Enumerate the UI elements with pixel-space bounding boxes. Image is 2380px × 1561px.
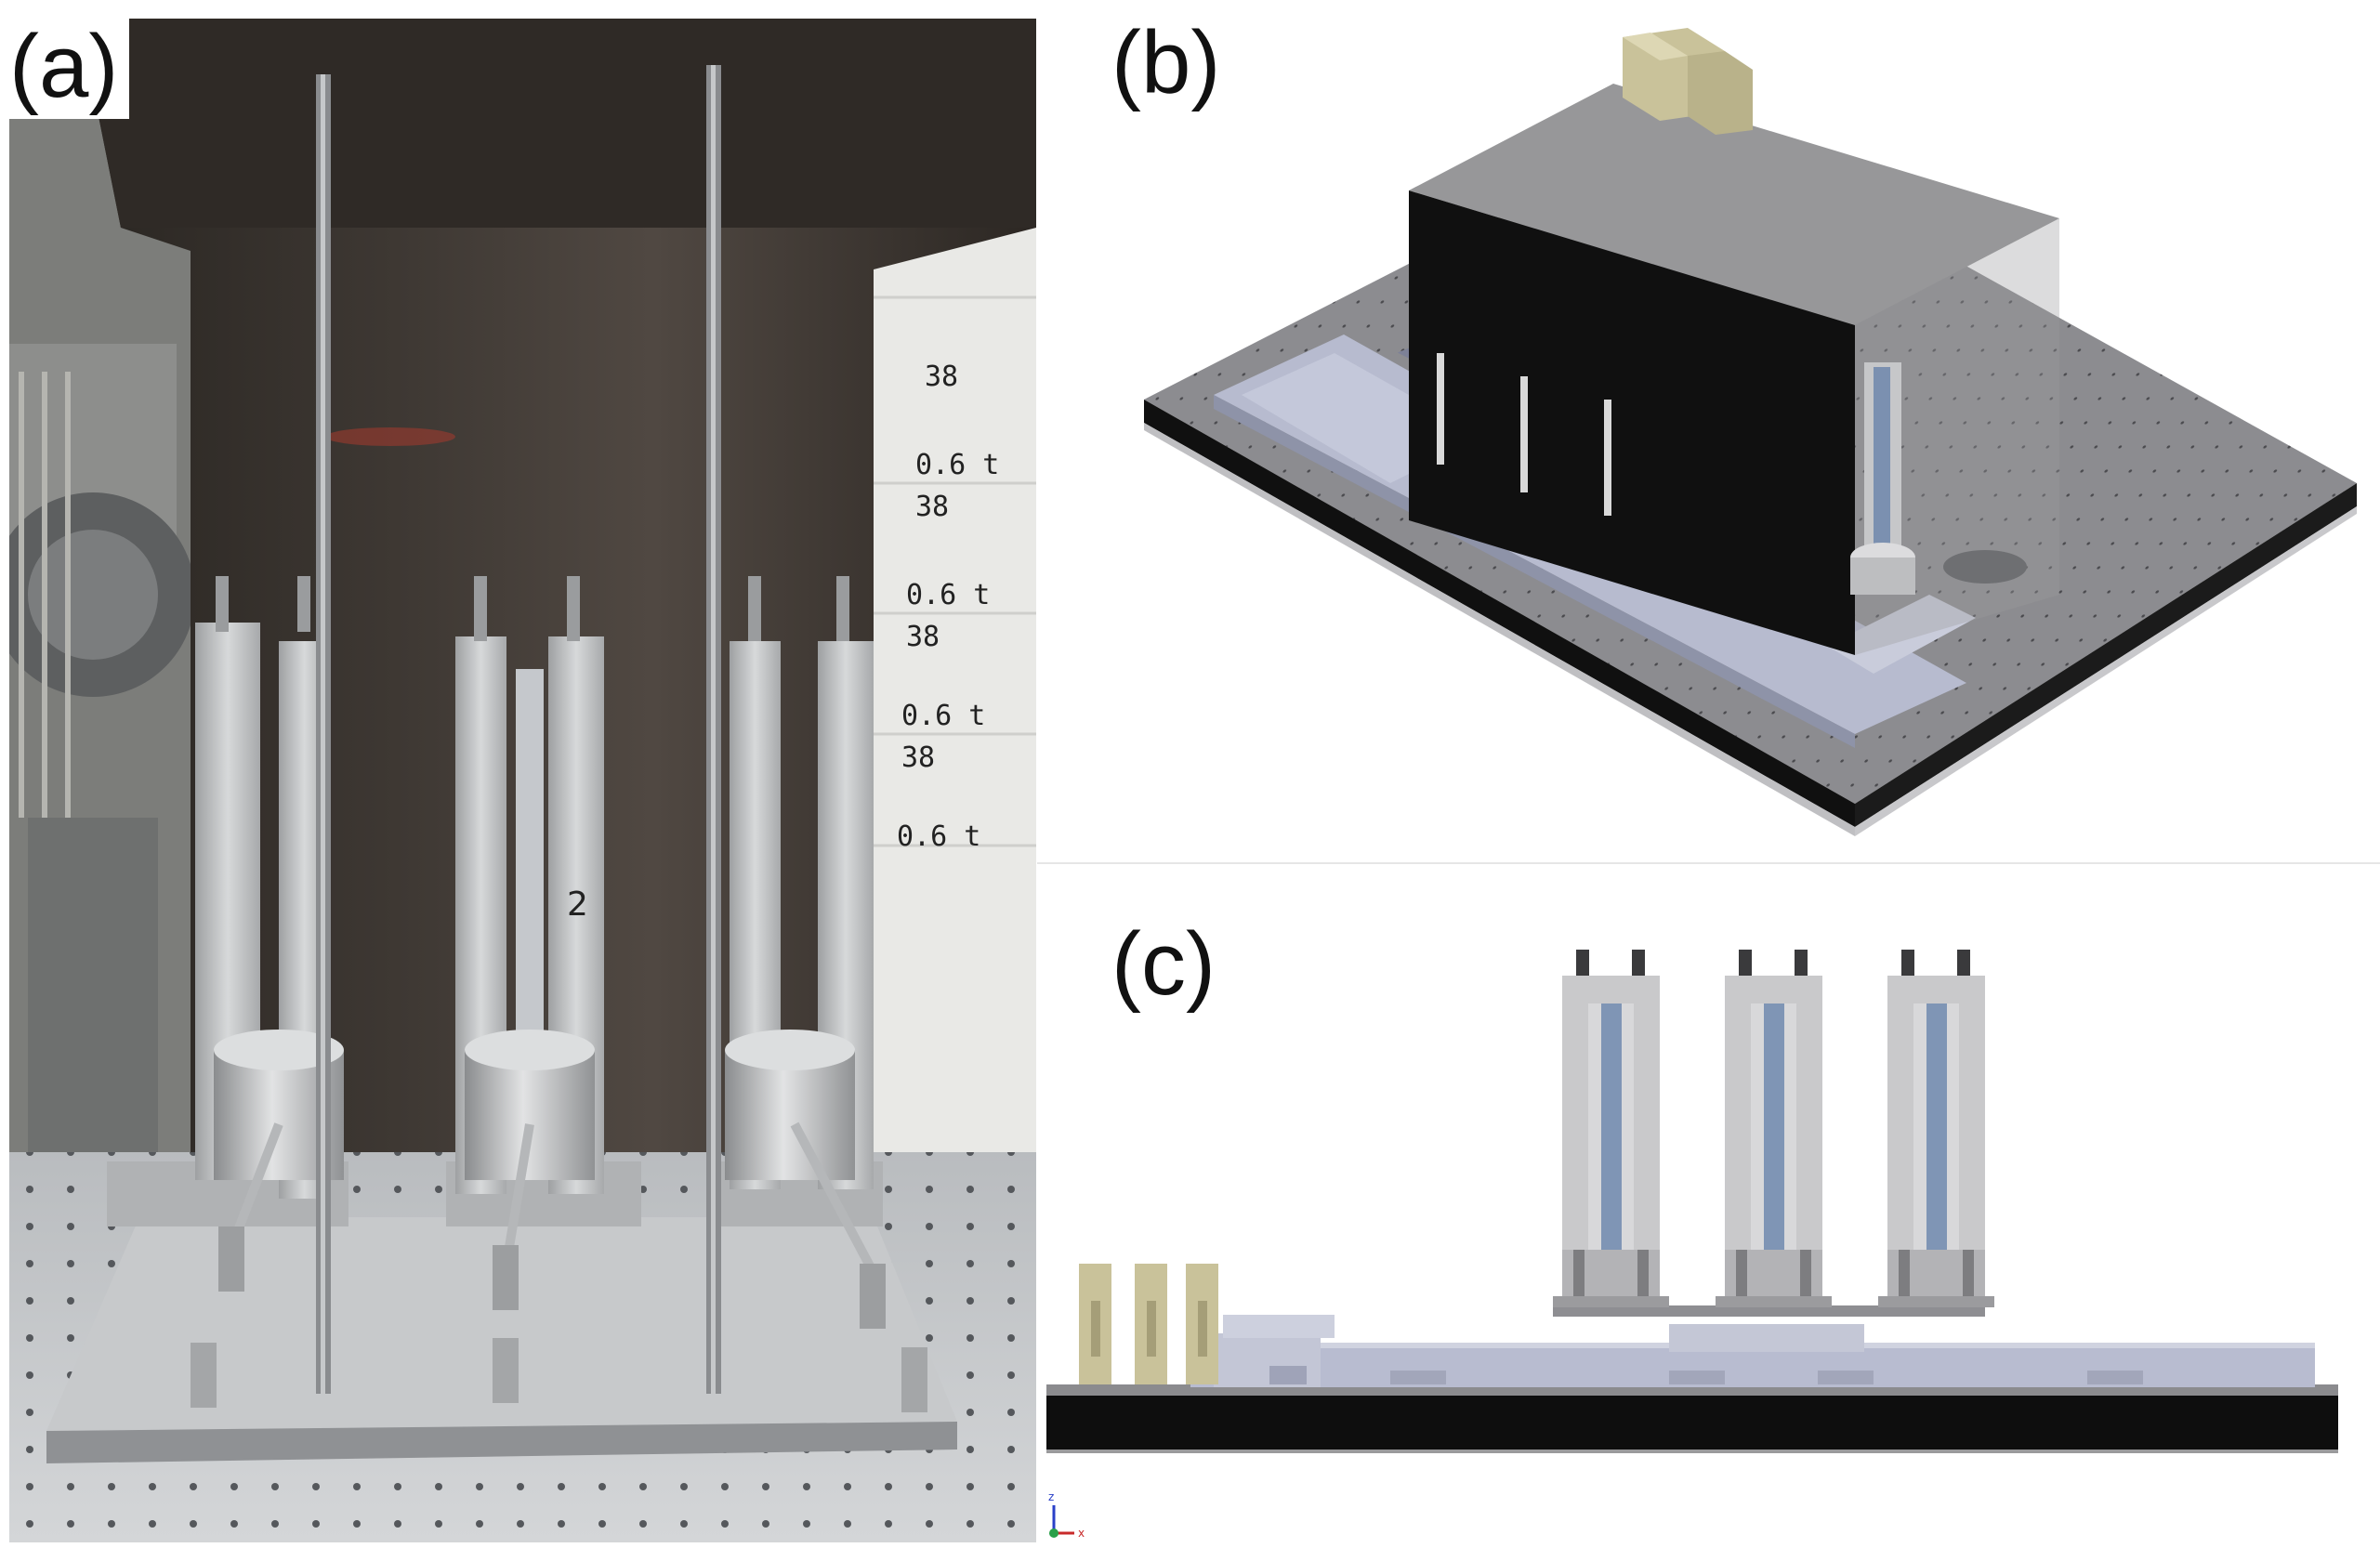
shield-enclosure xyxy=(1409,84,2059,655)
concrete-crates xyxy=(864,177,1036,1180)
axis-z-label: z xyxy=(1048,1490,1054,1503)
axis-triad: z x xyxy=(1048,1490,1085,1540)
axis-x-label: x xyxy=(1078,1527,1085,1540)
enclosure-front xyxy=(1409,190,1855,655)
crate-label-6: 0.6 t xyxy=(901,700,985,732)
crate-label-4: 0.6 t xyxy=(906,579,990,611)
side-holder-2 xyxy=(1716,950,1832,1307)
linear-stage-side xyxy=(1190,1315,2315,1387)
cad-side-view-drawing: z x xyxy=(1046,950,2338,1540)
crate-label-3: 38 xyxy=(915,491,949,523)
crate-label-1: 38 xyxy=(925,361,958,393)
panel-b-cad-isometric xyxy=(1037,0,2380,864)
crate-label-7: 38 xyxy=(901,741,935,774)
crate-label-8: 0.6 t xyxy=(897,820,980,853)
holder-platform xyxy=(1553,1305,1985,1317)
side-holder-3 xyxy=(1878,950,1994,1307)
holder-number: 2 xyxy=(567,885,588,924)
breadboard-side-front xyxy=(1144,400,1855,827)
panel-label-c: (c) xyxy=(1111,914,1216,1014)
crate-label-2: 0.6 t xyxy=(915,449,999,481)
panel-c-cad-side-view: z x xyxy=(1037,864,2380,1561)
tan-blocks-side xyxy=(1079,1264,1218,1384)
panel-label-a: (a) xyxy=(9,19,130,119)
sample-holder-2: 2 xyxy=(446,576,641,1310)
sample-holder-3 xyxy=(716,576,886,1329)
panel-label-b: (b) xyxy=(1111,13,1221,112)
panel-divider xyxy=(1037,862,2380,864)
sample-holder-isometric xyxy=(1850,362,2027,595)
aluminum-base-plate xyxy=(46,1217,957,1431)
cad-isometric-drawing xyxy=(1144,28,2357,836)
crate-label-5: 38 xyxy=(906,621,940,653)
photo-illustration: 38 0.6 t 38 0.6 t 38 0.6 t 38 0.6 t xyxy=(9,19,1036,1542)
sample-holder-1 xyxy=(107,576,348,1292)
breadboard-side xyxy=(1046,1394,2338,1450)
panel-a-photograph: 38 0.6 t 38 0.6 t 38 0.6 t 38 0.6 t xyxy=(9,19,1036,1542)
enclosure-top xyxy=(1409,84,2059,325)
tan-blocks xyxy=(1623,28,1753,135)
side-holder-1 xyxy=(1553,950,1669,1307)
